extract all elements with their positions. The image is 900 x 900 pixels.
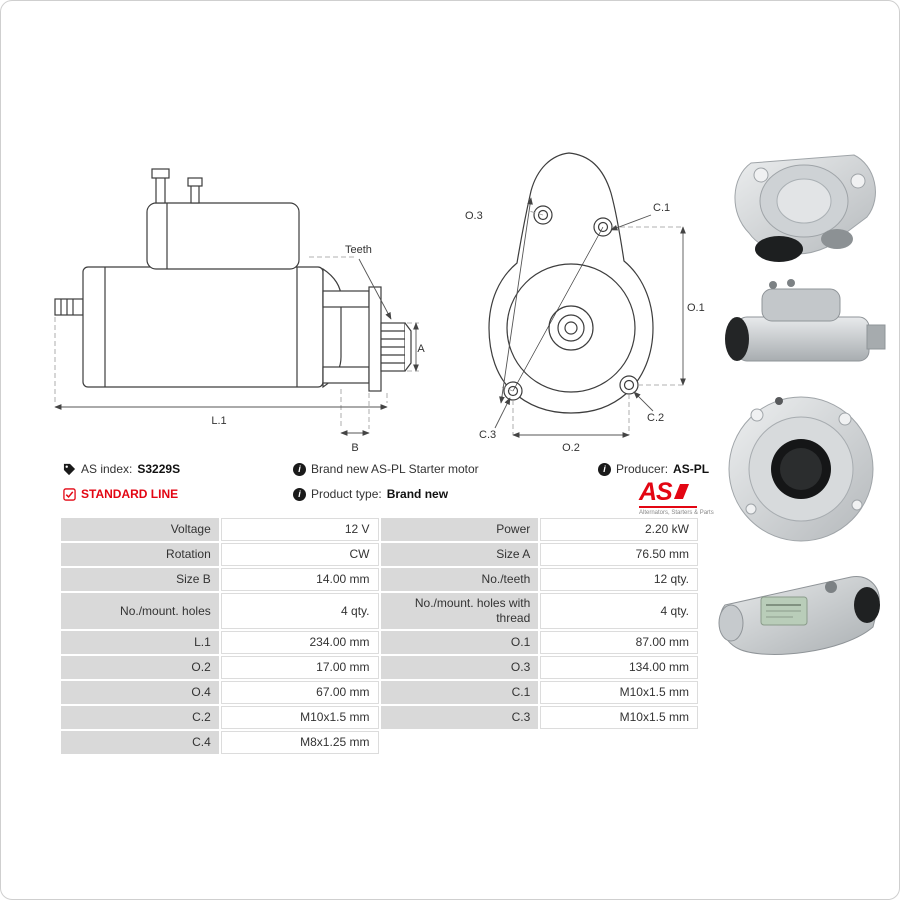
spec-table-cell-value: 134.00 mm [540, 656, 698, 679]
front-view-dimension-labels: O.3 O.1 O.2 C.1 C.2 C.3 [465, 202, 705, 454]
dim-label-c2: C.2 [647, 412, 664, 424]
product-type-value: Brand new [386, 487, 449, 501]
starter-side-outline [54, 168, 412, 392]
dim-label-c3: C.3 [479, 429, 496, 441]
as-index-value: S3229S [137, 462, 181, 476]
as-pl-logo-text: AS [639, 480, 687, 505]
spec-table-cell-label: Size A [380, 543, 539, 566]
spec-table-cell-empty [381, 731, 539, 754]
spec-table-cell-value: 17.00 mm [220, 656, 379, 679]
as-index-label: AS index: [81, 462, 133, 476]
as-pl-logo-underline [639, 506, 697, 508]
spec-table-cell-value: M8x1.25 mm [220, 731, 379, 754]
spec-table-cell-label: O.1 [380, 631, 539, 654]
spec-table-cell-label: Power [380, 518, 539, 541]
spec-table-cell-value: 76.50 mm [540, 543, 698, 566]
side-view-dimension-labels: Teeth A L.1 B [211, 244, 425, 454]
side-view-technical-drawing: Teeth A L.1 B [54, 168, 425, 454]
as-index: AS index: S3229S [63, 462, 180, 476]
spec-table-cell-value: 12 qty. [540, 568, 698, 591]
as-pl-logo-subtext: Alternators, Starters & Parts [639, 510, 714, 516]
spec-table-cell-label: No./mount. holes with thread [380, 593, 539, 629]
spec-table-cell-value: 87.00 mm [540, 631, 698, 654]
front-view-dimension-lines [494, 197, 686, 438]
dim-label-teeth: Teeth [345, 244, 372, 256]
spec-table-cell-label: Rotation [61, 543, 219, 566]
spec-table-cell-label: No./mount. holes [61, 593, 219, 629]
producer-info: Producer: AS-PL [598, 462, 709, 476]
standard-line: STANDARD LINE [63, 487, 178, 501]
product-photo-front [728, 396, 874, 542]
spec-table-cell-label: No./teeth [380, 568, 539, 591]
spec-table-cell-value: 2.20 kW [540, 518, 698, 541]
spec-table-cell-value: CW [220, 543, 379, 566]
spec-table-cell-label: C.4 [61, 731, 219, 754]
spec-table-cell-value: 67.00 mm [220, 681, 379, 704]
spec-table-cell-value: 12 V [220, 518, 379, 541]
spec-table-cell-value: M10x1.5 mm [540, 681, 698, 704]
dim-label-b: B [351, 442, 358, 454]
info-icon [598, 462, 611, 476]
brand-new-text: Brand new AS-PL Starter motor [311, 462, 479, 476]
dim-label-a: A [417, 343, 425, 355]
starter-front-outline [488, 152, 654, 414]
brand-new-info: Brand new AS-PL Starter motor [293, 462, 479, 476]
spec-table-cell-label: C.1 [380, 681, 539, 704]
dim-label-c1: C.1 [653, 202, 670, 214]
product-type-label: Product type: [311, 487, 382, 501]
dim-label-o2: O.2 [562, 442, 580, 454]
spec-table-cell-label: C.2 [61, 706, 219, 729]
spec-table-cell-label: O.2 [61, 656, 219, 679]
spec-table-cell-value: M10x1.5 mm [220, 706, 379, 729]
spec-table-cell-label: Size B [61, 568, 219, 591]
product-type-info: Product type: Brand new [293, 487, 448, 501]
standard-line-label: STANDARD LINE [81, 487, 179, 501]
front-view-technical-drawing: O.3 O.1 O.2 C.1 C.2 C.3 [465, 152, 705, 454]
tag-icon [63, 463, 76, 475]
info-icon [293, 462, 306, 476]
spec-table-cell-label: Voltage [61, 518, 219, 541]
producer-label: Producer: [616, 462, 669, 476]
product-photo-angled-top [734, 154, 876, 262]
info-icon [293, 487, 306, 501]
producer-value: AS-PL [673, 462, 710, 476]
spec-table-cell-value: 234.00 mm [220, 631, 379, 654]
as-pl-logo: AS Alternators, Starters & Parts [639, 480, 714, 516]
spec-table-cell-value: M10x1.5 mm [540, 706, 698, 729]
dim-label-o1: O.1 [687, 302, 705, 314]
spec-table-cell-value: 4 qty. [220, 593, 379, 629]
spec-table-cell-empty [540, 731, 698, 754]
dim-label-o3: O.3 [465, 210, 483, 222]
spec-table-cell-label: O.3 [380, 656, 539, 679]
side-view-dimension-lines [54, 258, 419, 436]
product-photo-rear-angled [718, 576, 880, 655]
check-icon [63, 487, 76, 501]
spec-table-cell-label: O.4 [61, 681, 219, 704]
spec-table-cell-value: 14.00 mm [220, 568, 379, 591]
product-photo-side [725, 279, 886, 362]
spec-table-cell-label: L.1 [61, 631, 219, 654]
spec-table-cell-label: C.3 [380, 706, 539, 729]
spec-table-cell-value: 4 qty. [540, 593, 698, 629]
dim-label-l1: L.1 [211, 415, 226, 427]
